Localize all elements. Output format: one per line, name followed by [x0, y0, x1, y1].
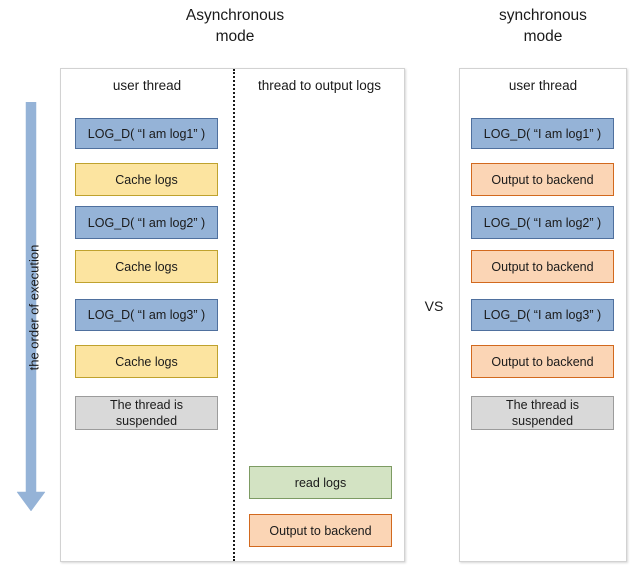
- column-header-output-log-thread: thread to output logs: [257, 78, 382, 93]
- sync-mode-title: synchronous mode: [499, 7, 587, 45]
- step-box-cache-3-async[interactable]: Cache logs: [75, 345, 218, 378]
- column-header-user-thread-sync: user thread: [508, 78, 578, 93]
- column-header-user-thread-async: user thread: [112, 78, 182, 93]
- step-box-output-3-sync[interactable]: Output to backend: [471, 345, 614, 378]
- step-box-log-2-async[interactable]: LOG_D( “I am log2” ): [75, 206, 218, 239]
- step-box-log-3-async[interactable]: LOG_D( “I am log3” ): [75, 299, 218, 331]
- vs-label: VS: [424, 298, 444, 314]
- step-box-log-1-sync[interactable]: LOG_D( “I am log1” ): [471, 118, 614, 149]
- down-arrow-icon: [16, 101, 46, 512]
- step-box-log-3-sync[interactable]: LOG_D( “I am log3” ): [471, 299, 614, 331]
- step-box-log-1-async[interactable]: LOG_D( “I am log1” ): [75, 118, 218, 149]
- order-of-execution-arrow: [16, 101, 46, 512]
- thread-divider: [233, 69, 235, 561]
- step-box-output-to-backend-async[interactable]: Output to backend: [249, 514, 392, 547]
- async-mode-title: Asynchronous mode: [185, 7, 285, 45]
- order-of-execution-label: the order of execution: [26, 244, 42, 371]
- step-box-output-1-sync[interactable]: Output to backend: [471, 163, 614, 196]
- step-box-log-2-sync[interactable]: LOG_D( “I am log2” ): [471, 206, 614, 239]
- step-box-cache-1-async[interactable]: Cache logs: [75, 163, 218, 196]
- step-box-output-2-sync[interactable]: Output to backend: [471, 250, 614, 283]
- step-box-read-logs[interactable]: read logs: [249, 466, 392, 499]
- step-box-thread-suspended-async[interactable]: The thread is suspended: [75, 396, 218, 430]
- step-box-cache-2-async[interactable]: Cache logs: [75, 250, 218, 283]
- step-box-thread-suspended-sync[interactable]: The thread is suspended: [471, 396, 614, 430]
